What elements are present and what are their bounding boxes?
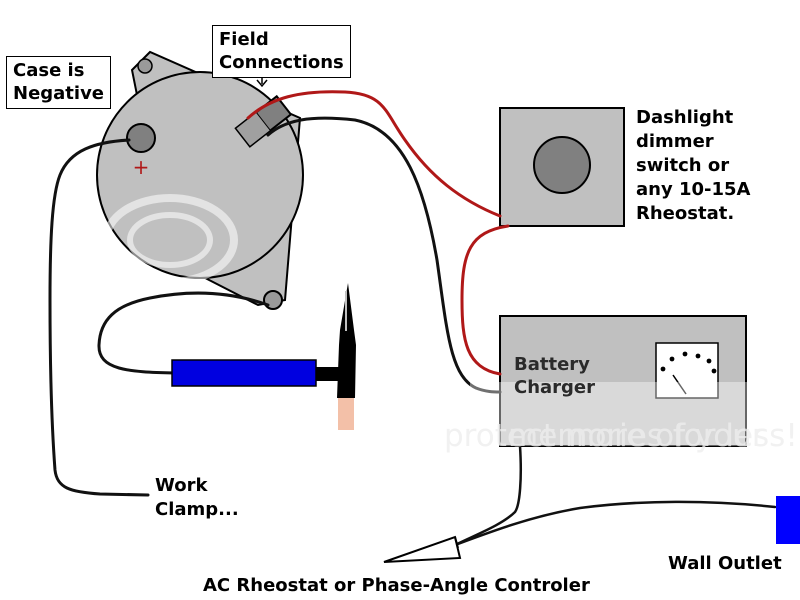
- black-wire-to-work-clamp: [48, 138, 150, 497]
- battery-charger-label: Battery Charger: [514, 354, 596, 398]
- watermark: protect more of your memories for less!: [102, 194, 798, 454]
- meter-needle: [672, 374, 687, 395]
- dimmer-label: Dashlight dimmer switch or any 10-15A Rh…: [636, 107, 751, 224]
- ac-rheostat-body: [383, 535, 462, 563]
- outlet-power-cord: [418, 500, 777, 560]
- torch-ferrule: [316, 367, 340, 381]
- black-wire-field-to-charger: [266, 116, 502, 394]
- dimmer-knob: [533, 136, 591, 194]
- torch-electrode: [337, 283, 356, 398]
- charger-power-cord: [453, 444, 523, 547]
- black-wire-to-torch: [97, 291, 270, 375]
- ac-rheostat-label: AC Rheostat or Phase-Angle Controler: [203, 575, 590, 596]
- red-wire-dimmer-to-charger: [460, 224, 510, 376]
- field-connections-label: Field Connections: [212, 25, 351, 78]
- wall-outlet-label: Wall Outlet: [668, 553, 782, 574]
- watermark-text: protect more of your memories for less!: [444, 418, 798, 454]
- plus-sign: +: [133, 155, 150, 179]
- meter-scale-dots: [660, 351, 717, 374]
- red-wire-field-to-dimmer: [246, 90, 502, 218]
- output-terminal: [126, 123, 156, 153]
- alternator: [96, 50, 304, 310]
- wall-outlet-plug: [776, 496, 800, 544]
- charger-meter: [655, 342, 719, 399]
- torch-handle: [171, 359, 317, 387]
- mount-hole-top: [137, 58, 153, 74]
- torch-carbon-tip: [338, 398, 354, 430]
- carbon-torch: [171, 283, 356, 430]
- work-clamp-label: Work Clamp...: [155, 475, 239, 520]
- case-negative-label: Case is Negative: [6, 56, 112, 109]
- mount-hole-bottom: [263, 290, 283, 310]
